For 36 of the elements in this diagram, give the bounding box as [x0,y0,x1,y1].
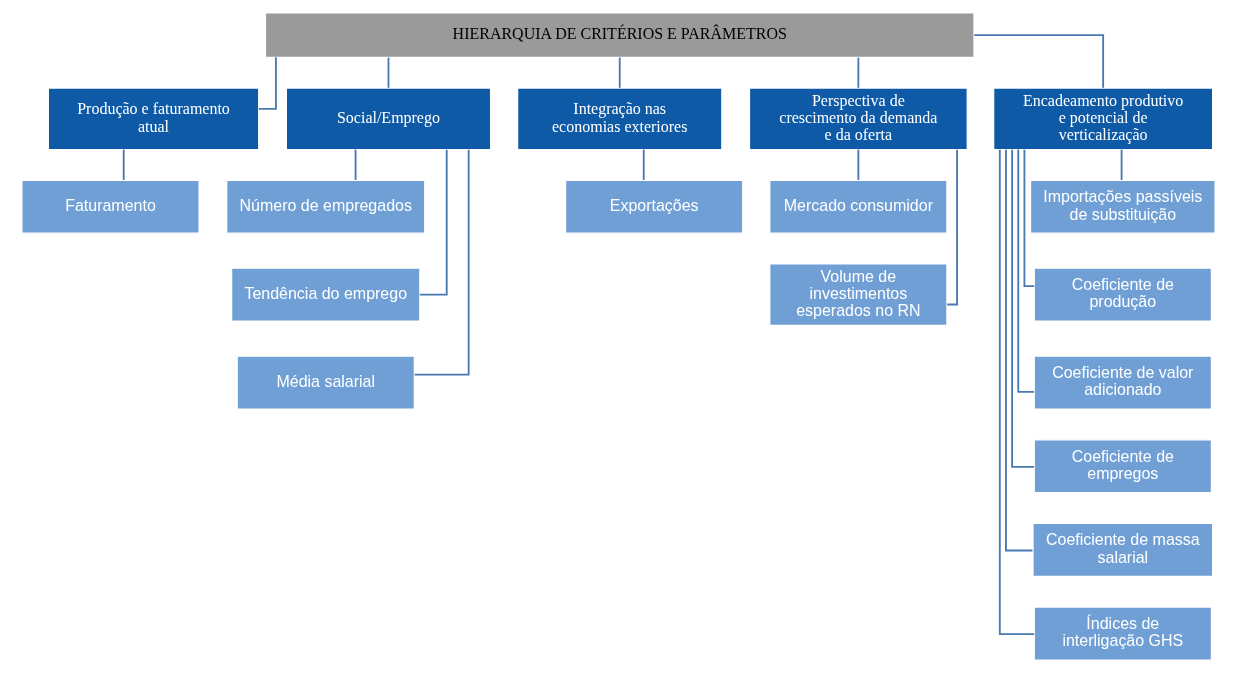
connector [387,56,390,89]
node-box: Índices de interligação GHS [1033,606,1212,661]
node-box: Média salarial [236,355,415,410]
connector [857,148,860,181]
node-box: Produção e faturamento atual [47,87,260,151]
connector [973,34,1105,89]
connector [413,148,470,376]
node-box: Exportações [565,179,744,234]
node-box: Coeficiente de empregos [1033,439,1212,494]
connector [618,56,621,89]
connector [1005,148,1034,552]
node-box: HIERARQUIA DE CRITÉRIOS E PARÂMETROS [264,12,975,58]
connector [1011,148,1035,468]
node-box: Volume de investimentos esperados no RN [769,263,948,327]
connector [354,148,357,181]
node-box: Mercado consumidor [769,179,948,234]
connector [1017,148,1036,393]
node-box: Faturamento [21,179,200,234]
node-box: Social/Emprego [285,87,492,151]
connector [946,148,958,306]
connector [998,148,1035,636]
node-box: Coeficiente de massa salarial [1032,522,1214,577]
node-box: Coeficiente de produção [1033,267,1212,322]
node-box: Tendência do emprego [231,267,421,322]
node-box: Coeficiente de valor adicionado [1033,355,1212,410]
connector [1023,148,1036,287]
connector [418,148,448,296]
connector [642,148,645,181]
node-box: Encadeamento produtivo e potencial de verticalização [993,87,1214,151]
node-box: Número de empregados [226,179,426,234]
node-box: Importações passíveis de substituição [1029,179,1216,234]
node-box: Perspectiva de crescimento da demanda e da oferta [748,87,968,151]
connector [1120,148,1123,181]
connector [857,56,860,89]
node-box: Integração nas economias exteriores [517,87,723,151]
connector [122,148,125,181]
